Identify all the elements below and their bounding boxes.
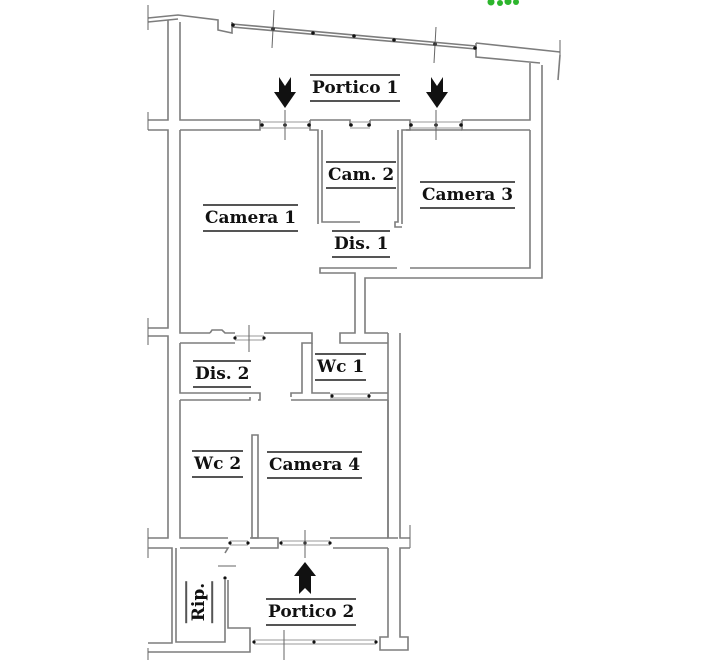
room-label-portico-2: Portico 2: [266, 598, 357, 626]
room-label-dis-1: Dis. 1: [332, 230, 391, 258]
portico-1-south-wall: [180, 110, 463, 228]
portico-2-walls: [147, 548, 378, 660]
camera-4-south-wall: [180, 530, 388, 558]
entrance-arrow-portico-1-right: [426, 77, 448, 108]
interior-walls-middle: [179, 325, 389, 539]
room-label-portico-1: Portico 1: [310, 74, 401, 102]
entrance-arrow-portico-1-left: [274, 77, 296, 108]
room-label-wc-2: Wc 2: [192, 450, 244, 478]
room-label-cam-2: Cam. 2: [326, 161, 397, 189]
top-facade-wall: [147, 5, 561, 64]
vegetation-icon: [487, 0, 519, 6]
room-label-wc-1: Wc 1: [315, 353, 367, 381]
room-label-camera-1: Camera 1: [203, 204, 299, 232]
entrance-arrow-portico-2: [294, 562, 316, 594]
room-label-camera-3: Camera 3: [420, 181, 516, 209]
room-label-dis-2: Dis. 2: [193, 360, 252, 388]
room-label-rip: Rip.: [185, 580, 214, 624]
room-label-camera-4: Camera 4: [267, 451, 363, 479]
left-outer-walls: [147, 20, 260, 653]
